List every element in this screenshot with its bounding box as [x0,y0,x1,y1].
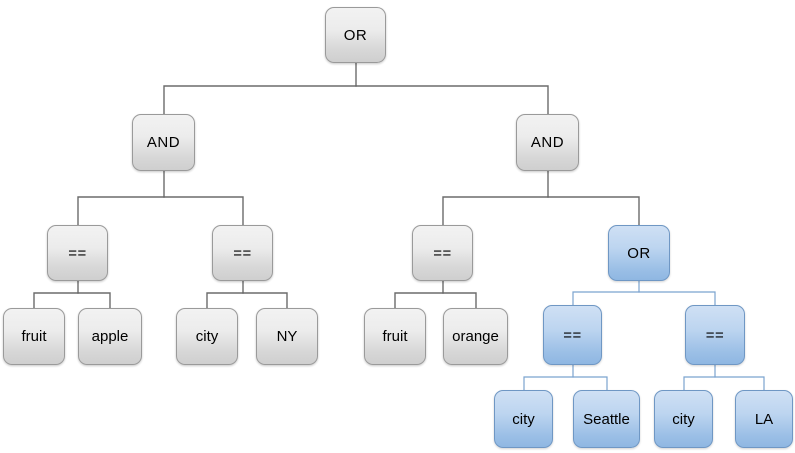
edge-root-to-and_right [355,85,549,115]
tree-node-label: == [433,244,452,262]
tree-node-eq_blue2[interactable]: == [685,305,745,365]
tree-node-eq3[interactable]: == [412,225,473,281]
edge-eq_blue1-to-leaf_city2 [523,376,574,391]
edge-or_blue-to-eq_blue1 [572,291,640,306]
tree-node-eq1[interactable]: == [47,225,108,281]
tree-node-label: city [672,410,695,428]
edge-eq_blue2-to-leaf_city3 [683,376,716,391]
tree-node-label: == [233,244,252,262]
edge-root-to-and_left [163,85,357,115]
edge-eq1-to-leaf_apple [77,292,111,309]
tree-node-leaf_city3[interactable]: city [654,390,713,448]
tree-node-leaf_apple[interactable]: apple [78,308,142,365]
tree-node-and_right[interactable]: AND [516,114,579,171]
tree-node-or_blue[interactable]: OR [608,225,670,281]
tree-node-label: OR [343,26,368,44]
tree-node-label: fruit [21,328,47,345]
tree-node-root[interactable]: OR [325,7,386,63]
tree-node-label: orange [452,328,499,345]
tree-node-label: city [512,410,535,428]
tree-node-leaf_city1[interactable]: city [176,308,238,365]
tree-node-leaf_la[interactable]: LA [735,390,793,448]
tree-node-leaf_fruit2[interactable]: fruit [364,308,426,365]
edge-and_right-to-or_blue [547,196,640,226]
tree-node-and_left[interactable]: AND [132,114,195,171]
tree-node-label: apple [91,328,129,345]
tree-node-label: fruit [382,328,408,345]
tree-node-label: OR [627,244,651,262]
tree-node-label: == [563,326,582,344]
tree-node-label: LA [754,410,774,428]
edge-eq3-to-leaf_fruit2 [394,292,444,309]
tree-node-label: AND [530,134,565,151]
edge-eq2-to-leaf_city1 [206,292,244,309]
tree-node-label: Seattle [583,410,630,428]
edge-eq2-to-leaf_ny [242,292,288,309]
tree-node-leaf_city2[interactable]: city [494,390,553,448]
edge-and_right-to-eq3 [442,196,549,226]
tree-node-leaf_orange[interactable]: orange [443,308,508,365]
edge-and_left-to-eq2 [163,196,244,226]
tree-node-leaf_fruit1[interactable]: fruit [3,308,65,365]
tree-node-label: == [68,244,87,262]
tree-node-eq_blue1[interactable]: == [543,305,602,365]
tree-node-label: city [195,328,219,345]
edge-eq_blue2-to-leaf_la [714,376,765,391]
tree-node-leaf_ny[interactable]: NY [256,308,318,365]
tree-node-label: == [705,326,725,344]
tree-node-eq2[interactable]: == [212,225,273,281]
edge-eq3-to-leaf_orange [442,292,477,309]
edge-eq1-to-leaf_fruit1 [33,292,79,309]
edge-and_left-to-eq1 [77,196,165,226]
edge-or_blue-to-eq_blue2 [638,291,716,306]
tree-node-label: AND [146,134,181,151]
edge-eq_blue1-to-leaf_seattle [572,376,608,391]
tree-node-label: NY [276,328,298,345]
tree-node-leaf_seattle[interactable]: Seattle [573,390,640,448]
